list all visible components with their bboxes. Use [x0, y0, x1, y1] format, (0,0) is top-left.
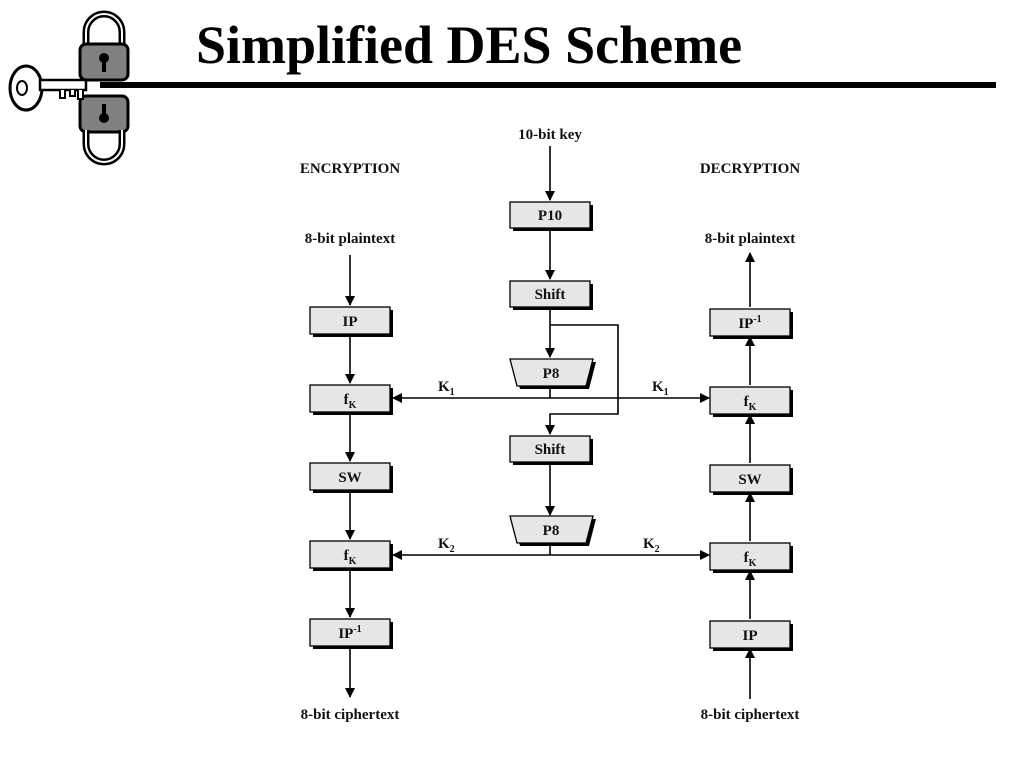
- p8-2-box: P8: [509, 515, 596, 546]
- key-input-label: 10-bit key: [518, 127, 582, 143]
- enc-ip-box: IP: [309, 306, 393, 337]
- svg-text:IP: IP: [743, 628, 758, 644]
- svg-text:SW: SW: [738, 472, 761, 488]
- enc-fk1-box: fK: [309, 384, 393, 415]
- lock-icon: [78, 10, 130, 82]
- k2-label-decryption: K2: [643, 536, 660, 555]
- svg-text:fK: fK: [744, 550, 757, 569]
- dec-sw-box: SW: [709, 464, 793, 495]
- dec-input-label: 8-bit ciphertext: [701, 707, 800, 723]
- svg-text:Shift: Shift: [535, 287, 566, 303]
- svg-text:fK: fK: [344, 392, 357, 411]
- key-icon: [8, 64, 88, 112]
- enc-output-label: 8-bit ciphertext: [301, 707, 400, 723]
- dec-ipinv-box: IP-1: [709, 308, 793, 339]
- p8-1-box: P8: [509, 358, 596, 389]
- lock-icon: [78, 94, 130, 166]
- enc-sw-box: SW: [309, 462, 393, 493]
- dec-fk1-box: fK: [709, 542, 793, 573]
- encryption-heading: ENCRYPTION: [300, 161, 400, 177]
- svg-text:Shift: Shift: [535, 442, 566, 458]
- padlock-key-logo: [4, 2, 132, 170]
- k2-label-encryption: K2: [438, 536, 455, 555]
- p10-box: P10: [509, 201, 593, 231]
- svg-text:P10: P10: [538, 208, 562, 224]
- svg-text:IP: IP: [343, 314, 358, 330]
- decryption-heading: DECRYPTION: [700, 161, 800, 177]
- k1-label-decryption: K1: [652, 379, 669, 398]
- enc-input-label: 8-bit plaintext: [305, 231, 395, 247]
- svg-text:IP-1: IP-1: [738, 314, 761, 332]
- shift1-box: Shift: [509, 280, 593, 310]
- title-divider: [100, 82, 996, 88]
- svg-text:fK: fK: [744, 394, 757, 413]
- svg-text:P8: P8: [543, 523, 560, 539]
- svg-text:fK: fK: [344, 548, 357, 567]
- svg-text:IP-1: IP-1: [338, 624, 361, 642]
- shift2-box: Shift: [509, 435, 593, 465]
- dec-fk2-box: fK: [709, 386, 793, 417]
- svg-text:SW: SW: [338, 470, 361, 486]
- enc-fk2-box: fK: [309, 540, 393, 571]
- enc-ipinv-box: IP-1: [309, 618, 393, 649]
- dec-output-label: 8-bit plaintext: [705, 231, 795, 247]
- dec-ip-box: IP: [709, 620, 793, 651]
- k1-label-encryption: K1: [438, 379, 455, 398]
- svg-text:P8: P8: [543, 366, 560, 382]
- slide-title: Simplified DES Scheme: [196, 15, 743, 75]
- key-bypass-line: [545, 324, 619, 435]
